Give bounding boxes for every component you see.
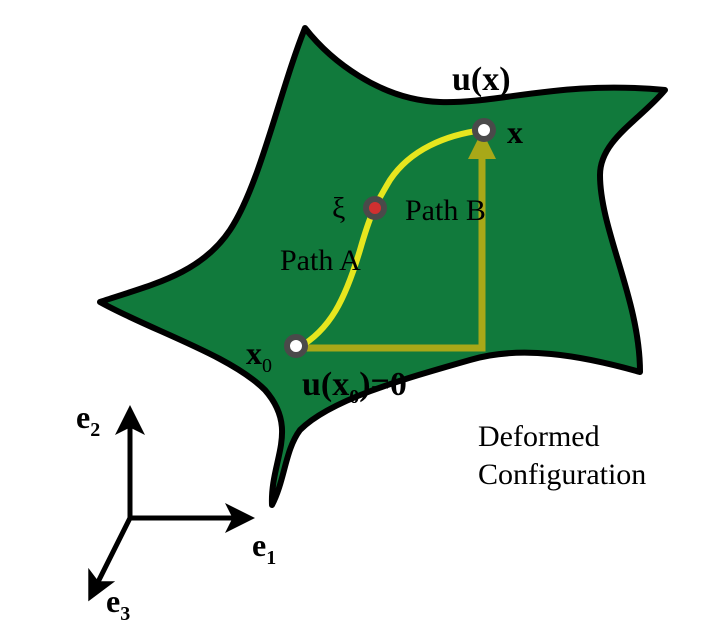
path-b-line: [298, 131, 496, 352]
label-x0: x0: [246, 335, 272, 377]
label-path-a: Path A: [280, 244, 361, 277]
label-config-1: Deformed: [478, 420, 600, 453]
label-config-2: Configuration: [478, 458, 646, 491]
point-x: [472, 118, 496, 142]
label-xi: ξ: [332, 192, 345, 225]
label-e2: e2: [76, 399, 100, 441]
point-xi: [363, 196, 387, 220]
axis-e3-arrow: [88, 516, 133, 602]
label-u-x0: u(x0)=0: [302, 366, 407, 408]
label-path-b: Path B: [405, 194, 486, 227]
label-x: x: [507, 114, 523, 150]
label-e3: e3: [106, 583, 130, 625]
point-x0: [284, 334, 308, 358]
deformed-body: [97, 25, 668, 508]
label-e1: e1: [252, 527, 276, 569]
label-u-x: u(x): [452, 61, 511, 98]
coordinate-axes: e2 e1 e3: [76, 399, 276, 625]
